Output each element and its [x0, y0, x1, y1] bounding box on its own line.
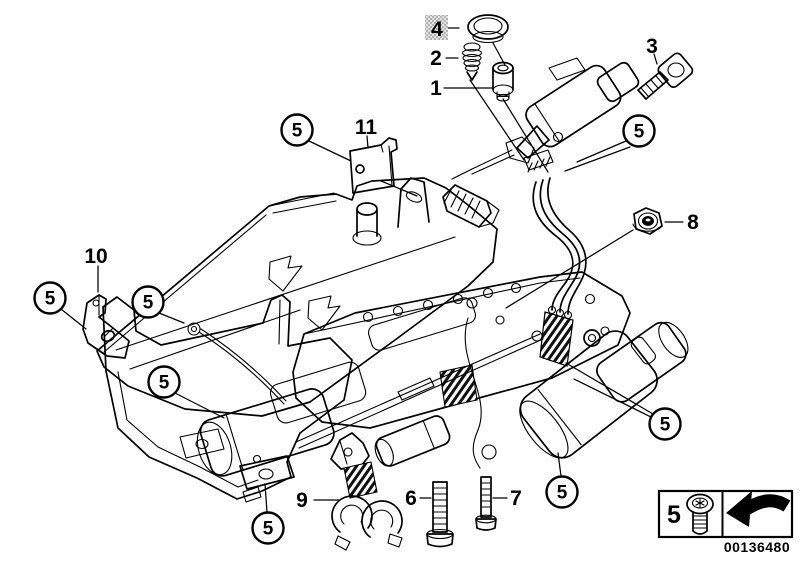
direction-arrow-icon: [726, 491, 791, 527]
part-1-plug-drawing: [492, 61, 514, 102]
part-label-3[interactable]: 3: [646, 35, 658, 58]
part-11-plate-drawing: [349, 137, 398, 194]
part-label-4[interactable]: 4: [431, 18, 443, 41]
part-3-bolt-drawing: [637, 52, 694, 100]
part-label-1[interactable]: 1: [430, 77, 442, 100]
callout-circle-5-f[interactable]: 5: [251, 511, 285, 545]
part-4-highlight-square: [425, 15, 448, 40]
part-8-nut-drawing: [632, 207, 663, 235]
torx-screw-icon: [686, 493, 714, 535]
part-label-7[interactable]: 7: [510, 487, 522, 510]
svg-text:5: 5: [45, 289, 56, 310]
leader-lines: [60, 27, 684, 513]
part-label-10[interactable]: 10: [84, 245, 107, 268]
part-7-screw-drawing: [475, 476, 497, 531]
callout-circle-5-a[interactable]: 5: [280, 113, 314, 147]
actuator-motor-drawing: [196, 388, 335, 477]
svg-text:5: 5: [159, 373, 170, 394]
legend-screw-number: 5: [667, 501, 681, 529]
part-4-grommet-drawing: [467, 14, 509, 44]
part-label-8[interactable]: 8: [687, 211, 699, 234]
part-label-2[interactable]: 2: [430, 47, 442, 70]
housing-cap-drawing: [352, 202, 382, 246]
svg-text:5: 5: [557, 483, 568, 504]
eyelet-rod-drawing: [187, 322, 287, 405]
svg-text:5: 5: [143, 293, 154, 314]
callout-circle-5-c[interactable]: 5: [33, 281, 67, 315]
part-label-6[interactable]: 6: [405, 487, 417, 510]
svg-text:5: 5: [263, 519, 274, 540]
carrier-frame-drawing: [102, 294, 353, 503]
part-label-11[interactable]: 11: [355, 116, 378, 139]
accumulator-large-drawing: [519, 330, 658, 459]
callout-circle-5-e[interactable]: 5: [147, 365, 181, 399]
slave-cylinder-drawing: [451, 57, 640, 320]
part-10-bracket-drawing: [82, 294, 130, 359]
knurled-connector-drawing: [442, 184, 500, 228]
part-6-screw-drawing: [426, 481, 454, 548]
part-9-clamp-bracket-drawing: [330, 432, 403, 551]
gearbox-housing-drawing: [96, 177, 500, 417]
callout-circle-5-h[interactable]: 5: [648, 407, 682, 441]
svg-text:5: 5: [292, 121, 303, 142]
legend-box: 5: [657, 489, 794, 539]
part-2-vent-drawing: [461, 42, 483, 81]
part-label-9[interactable]: 9: [296, 489, 308, 512]
callout-circle-5-b[interactable]: 5: [622, 114, 656, 148]
callout-circle-5-g[interactable]: 5: [545, 475, 579, 509]
svg-text:5: 5: [634, 122, 645, 143]
document-number: 00136480: [724, 539, 790, 555]
svg-text:5: 5: [660, 415, 671, 436]
callout-circle-5-d[interactable]: 5: [131, 285, 165, 319]
